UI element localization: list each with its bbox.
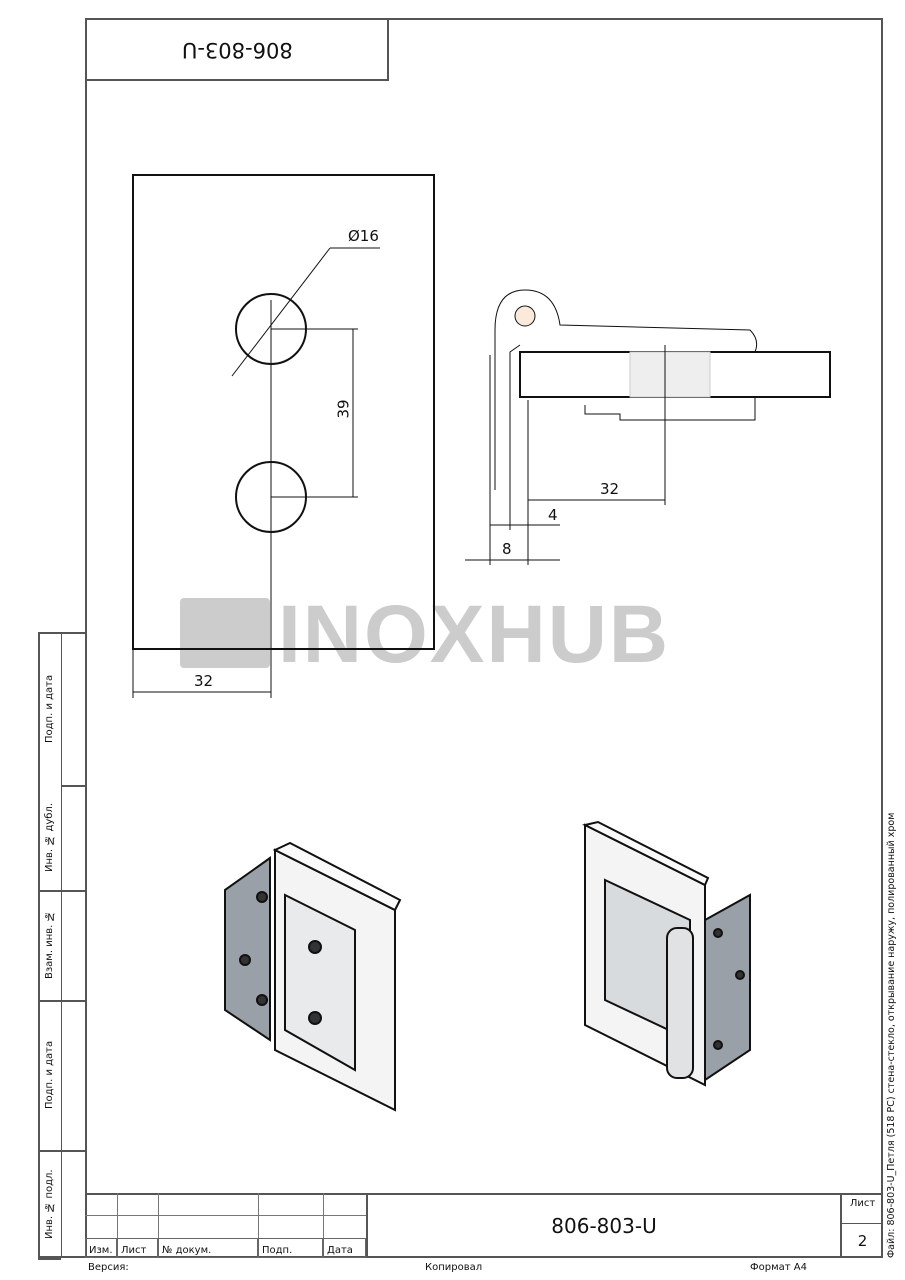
dim-edge-offset: 32 bbox=[194, 672, 214, 690]
footer-format: Формат А4 bbox=[750, 1262, 807, 1273]
watermark: INOXHUB bbox=[180, 588, 670, 682]
col-sign: Подп. bbox=[258, 1238, 323, 1258]
watermark-logo-icon bbox=[180, 598, 270, 668]
plate-outline bbox=[132, 174, 435, 650]
top-code-box: 806-803-U bbox=[85, 18, 389, 81]
designation: 806-803-U bbox=[551, 1213, 657, 1238]
sheet-label: Лист bbox=[849, 1198, 876, 1209]
col-izm: Изм. bbox=[85, 1238, 117, 1258]
col-date: Дата bbox=[323, 1238, 366, 1258]
dim-side-gap: 4 bbox=[548, 506, 558, 524]
dim-diameter: Ø16 bbox=[348, 227, 379, 245]
sheet-number: 2 bbox=[857, 1232, 868, 1250]
footer-copied: Копировал bbox=[425, 1262, 483, 1273]
file-note: Файл: 806-803-U_Петля (518 PC) стена-сте… bbox=[886, 812, 897, 1258]
col-doc: № докум. bbox=[158, 1238, 258, 1258]
dim-spacing: 39 bbox=[334, 399, 353, 419]
footer-version: Версия: bbox=[88, 1262, 129, 1273]
title-block bbox=[85, 1193, 883, 1258]
col-list: Лист bbox=[117, 1238, 158, 1258]
dim-side-thickness: 8 bbox=[502, 540, 512, 558]
dim-side-depth: 32 bbox=[600, 480, 620, 498]
